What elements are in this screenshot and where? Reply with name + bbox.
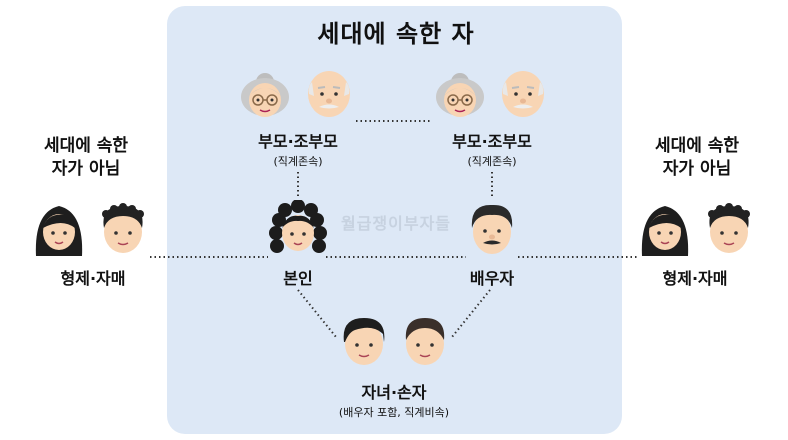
spouse-child-line bbox=[451, 289, 491, 338]
grandmother-icon bbox=[241, 73, 289, 117]
woman-icon bbox=[641, 206, 689, 256]
mustache-man-icon bbox=[471, 204, 513, 254]
man-icon bbox=[708, 203, 750, 253]
right-group-title-line1: 세대에 속한 bbox=[654, 136, 740, 156]
self-label: 본인 bbox=[283, 269, 313, 288]
boy-icon bbox=[343, 318, 385, 365]
right-parents-sublabel: (직계존속) bbox=[467, 155, 517, 168]
man-icon bbox=[102, 203, 144, 253]
grandfather-icon bbox=[308, 71, 350, 117]
left-siblings-label: 형제·자매 bbox=[60, 269, 126, 288]
left-parents-sublabel: (직계존속) bbox=[273, 155, 323, 168]
child-icon bbox=[405, 318, 445, 365]
woman-icon bbox=[35, 206, 83, 256]
self-child-line bbox=[297, 289, 337, 338]
right-parents-label: 부모·조부모 bbox=[452, 132, 532, 151]
children-label: 자녀·손자 bbox=[361, 383, 427, 402]
page-title: 세대에 속한 자 bbox=[317, 20, 475, 48]
right-siblings-label: 형제·자매 bbox=[662, 269, 728, 288]
children-sublabel: (배우자 포함, 직계비속) bbox=[338, 406, 450, 419]
curly-woman-icon bbox=[269, 200, 327, 253]
left-group-title-line1: 세대에 속한 bbox=[43, 136, 129, 156]
household-panel bbox=[167, 6, 622, 434]
left-group-title-line2: 자가 아님 bbox=[51, 159, 121, 179]
spouse-label: 배우자 bbox=[469, 269, 515, 288]
grandmother-icon bbox=[436, 73, 484, 117]
left-parents-label: 부모·조부모 bbox=[258, 132, 338, 151]
right-group-title-line2: 자가 아님 bbox=[662, 159, 732, 179]
watermark: 월급쟁이부자들 bbox=[340, 214, 452, 233]
grandfather-icon bbox=[502, 71, 544, 117]
